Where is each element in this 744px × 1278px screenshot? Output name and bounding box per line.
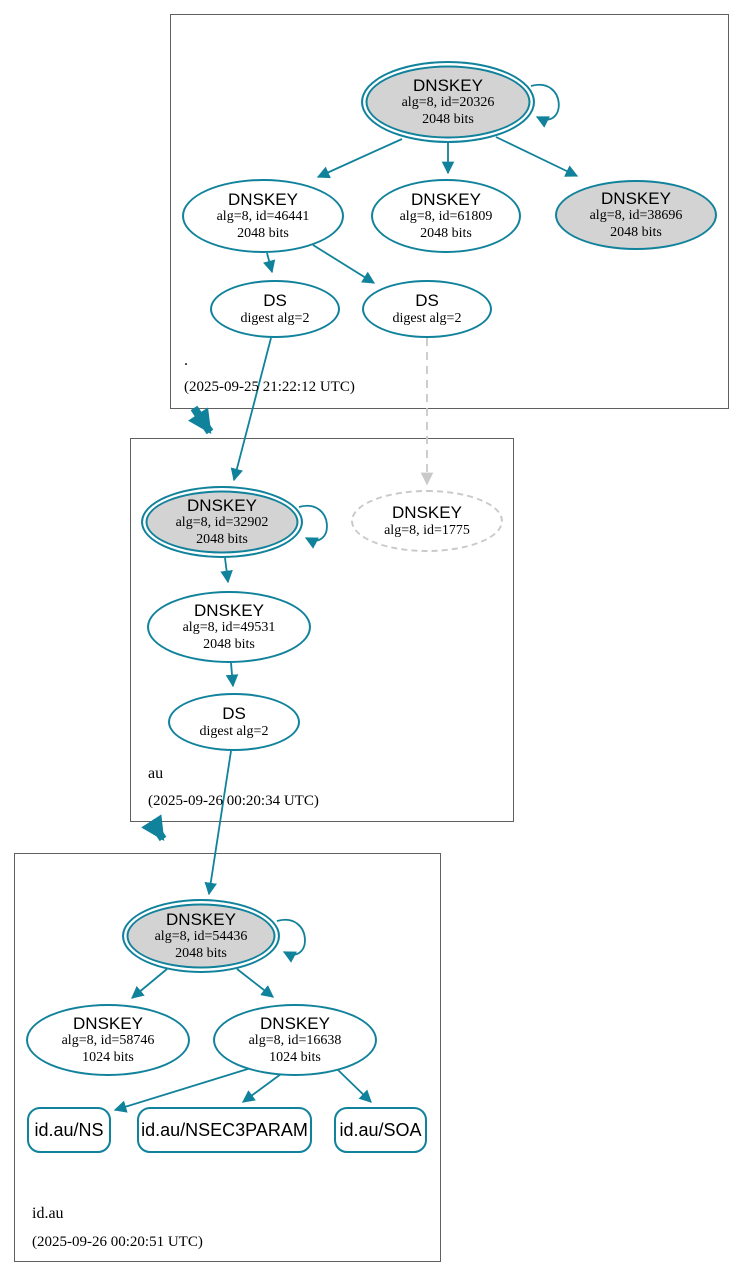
dnskey-bits: 2048 bits <box>237 225 289 241</box>
dnskey-node-61809[interactable]: DNSKEY alg=8, id=61809 2048 bits <box>371 179 521 253</box>
dnskey-bits: 1024 bits <box>82 1049 134 1065</box>
rrset-node-id-au-nsec3param[interactable]: id.au/NSEC3PARAM <box>137 1107 312 1153</box>
dnskey-title: DNSKEY <box>601 188 671 208</box>
zone-timestamp-root: (2025-09-25 21:22:12 UTC) <box>184 379 355 395</box>
dnskey-node-54436[interactable]: DNSKEY alg=8, id=54436 2048 bits <box>122 899 280 973</box>
ds-digest: digest alg=2 <box>199 723 269 739</box>
zone-timestamp-au: (2025-09-26 00:20:34 UTC) <box>148 793 319 809</box>
dnskey-bits: 2048 bits <box>203 636 255 652</box>
dnskey-alg-id: alg=8, id=49531 <box>182 620 276 636</box>
dnskey-node-32902[interactable]: DNSKEY alg=8, id=32902 2048 bits <box>141 486 303 558</box>
dnskey-bits: 1024 bits <box>269 1049 321 1065</box>
ds-digest: digest alg=2 <box>240 310 310 326</box>
dnskey-title: DNSKEY <box>187 495 257 515</box>
rrset-label: id.au/NSEC3PARAM <box>141 1119 308 1140</box>
dnskey-bits: 2048 bits <box>196 531 248 547</box>
dnskey-alg-id: alg=8, id=1775 <box>384 522 470 538</box>
zone-transition-arrow-root-au <box>188 405 214 435</box>
dnskey-node-16638[interactable]: DNSKEY alg=8, id=16638 1024 bits <box>213 1004 377 1076</box>
ds-title: DS <box>415 290 439 310</box>
dnskey-alg-id: alg=8, id=16638 <box>248 1033 342 1049</box>
dnskey-bits: 2048 bits <box>610 224 662 240</box>
dnskey-alg-id: alg=8, id=32902 <box>175 515 269 531</box>
dnskey-title: DNSKEY <box>260 1013 330 1033</box>
zone-label-root: . <box>184 352 188 369</box>
dnskey-alg-id: alg=8, id=20326 <box>401 95 495 111</box>
dnskey-node-49531[interactable]: DNSKEY alg=8, id=49531 2048 bits <box>147 591 311 663</box>
dnskey-title: DNSKEY <box>411 189 481 209</box>
dnskey-alg-id: alg=8, id=61809 <box>399 209 493 225</box>
zone-label-au: au <box>148 765 164 782</box>
dnskey-alg-id: alg=8, id=46441 <box>216 209 310 225</box>
ds-title: DS <box>263 290 287 310</box>
dnskey-title: DNSKEY <box>73 1013 143 1033</box>
rrset-node-id-au-ns[interactable]: id.au/NS <box>27 1107 111 1153</box>
dnskey-bits: 2048 bits <box>420 225 472 241</box>
dnskey-alg-id: alg=8, id=58746 <box>61 1033 155 1049</box>
dnskey-title: DNSKEY <box>228 189 298 209</box>
dnskey-bits: 2048 bits <box>422 111 474 127</box>
rrset-label: id.au/SOA <box>339 1119 422 1140</box>
rrset-node-id-au-soa[interactable]: id.au/SOA <box>334 1107 427 1153</box>
dnskey-alg-id: alg=8, id=54436 <box>154 929 248 945</box>
dnskey-alg-id: alg=8, id=38696 <box>589 208 683 224</box>
dnskey-title: DNSKEY <box>392 502 462 522</box>
zone-transition-arrow-au-idau <box>141 814 167 842</box>
dnskey-node-20326[interactable]: DNSKEY alg=8, id=20326 2048 bits <box>361 61 535 143</box>
ds-node-root-left[interactable]: DS digest alg=2 <box>210 280 340 338</box>
dnskey-title: DNSKEY <box>194 600 264 620</box>
ds-title: DS <box>222 703 246 723</box>
dnskey-node-46441[interactable]: DNSKEY alg=8, id=46441 2048 bits <box>182 179 344 253</box>
dnskey-node-38696[interactable]: DNSKEY alg=8, id=38696 2048 bits <box>555 180 717 250</box>
zone-label-id-au: id.au <box>32 1205 64 1222</box>
dnskey-node-1775-missing[interactable]: DNSKEY alg=8, id=1775 <box>351 490 503 552</box>
ds-node-root-right[interactable]: DS digest alg=2 <box>362 280 492 338</box>
ds-digest: digest alg=2 <box>392 310 462 326</box>
rrset-label: id.au/NS <box>34 1119 104 1140</box>
zone-timestamp-id-au: (2025-09-26 00:20:51 UTC) <box>32 1234 203 1250</box>
dnskey-title: DNSKEY <box>413 75 483 95</box>
dnskey-node-58746[interactable]: DNSKEY alg=8, id=58746 1024 bits <box>26 1004 190 1076</box>
dnskey-title: DNSKEY <box>166 909 236 929</box>
ds-node-au[interactable]: DS digest alg=2 <box>168 693 300 751</box>
dnskey-bits: 2048 bits <box>175 945 227 961</box>
